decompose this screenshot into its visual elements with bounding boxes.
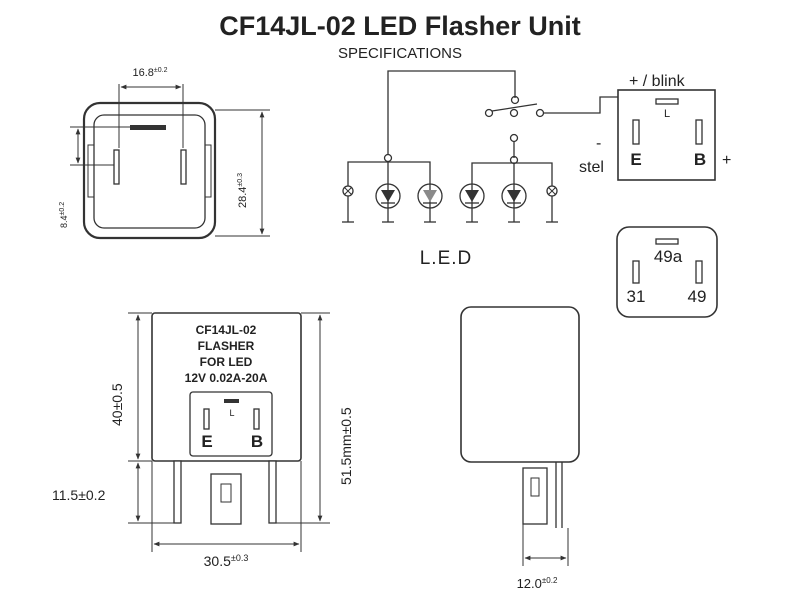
circuit-led-3 bbox=[459, 180, 485, 223]
front-view-dim-pin-label: 11.5±0.2 bbox=[52, 487, 106, 503]
connector-49-pin-left bbox=[632, 260, 640, 284]
circuit-led-2 bbox=[417, 180, 443, 223]
side-view-blade-notch bbox=[530, 477, 540, 497]
circuit-schematic: L.E.D bbox=[342, 70, 618, 269]
connector-49: 49a 31 49 bbox=[616, 226, 718, 318]
circuit-led-label: L.E.D bbox=[420, 248, 473, 269]
circuit-bus-left bbox=[347, 161, 431, 180]
side-view-dim-label: 12.0±0.2 bbox=[517, 576, 558, 591]
front-view-text-4: 12V 0.02A-20A bbox=[185, 371, 268, 385]
front-view-blade-center bbox=[210, 473, 242, 525]
connector-eb-pin-b-label: B bbox=[694, 150, 706, 169]
connector-eb-pin-l bbox=[655, 98, 679, 105]
top-view-clip-left bbox=[87, 144, 95, 198]
connector-eb-pin-e-label: E bbox=[630, 150, 641, 169]
circuit-contact-1 bbox=[484, 108, 494, 118]
front-view-blade-left bbox=[173, 460, 182, 524]
top-view: 16.8±0.2 28.4±0.3 8.4±0.2 bbox=[59, 67, 270, 240]
top-view-height-dim-label: 28.4±0.3 bbox=[237, 173, 249, 208]
side-view: 12.0±0.2 bbox=[460, 306, 580, 591]
front-view-dim-total-label: 51.5mm±0.5 bbox=[338, 407, 354, 485]
side-view-body bbox=[460, 306, 580, 463]
circuit-contact-top bbox=[510, 95, 520, 105]
front-view-connector bbox=[189, 391, 273, 457]
top-view-clip-right bbox=[204, 144, 212, 198]
page-title: CF14JL-02 LED Flasher Unit bbox=[219, 11, 581, 41]
circuit-led-1 bbox=[375, 180, 401, 223]
front-view-blade-right bbox=[268, 460, 277, 524]
front-view-dim-width-label: 30.5±0.3 bbox=[204, 553, 249, 569]
circuit-lamp-left bbox=[342, 180, 354, 223]
connector-49-pin-right bbox=[695, 260, 703, 284]
circuit-wire-main bbox=[387, 70, 516, 155]
connector-49-pin-top bbox=[655, 238, 679, 245]
front-view-pin-l bbox=[224, 399, 239, 403]
circuit-switch-blade bbox=[491, 103, 538, 112]
circuit-wire-to-connector bbox=[543, 96, 618, 114]
connector-49-pin-right-label: 49 bbox=[688, 287, 707, 306]
connector-eb: + / blink L E B - stel + bbox=[579, 73, 731, 181]
label-minus: - bbox=[596, 135, 601, 152]
top-view-width-dim-label: 16.8±0.2 bbox=[133, 67, 168, 79]
top-view-pin-right bbox=[180, 149, 187, 185]
connector-eb-pin-e bbox=[632, 119, 640, 145]
circuit-contact-4 bbox=[509, 133, 519, 143]
top-view-pin-top bbox=[130, 125, 166, 130]
front-view-dim-body-label: 40±0.5 bbox=[109, 383, 125, 426]
top-view-pin-left bbox=[113, 149, 120, 185]
label-stel: stel bbox=[579, 159, 604, 176]
front-view-pin-e bbox=[203, 408, 210, 430]
front-view-text-1: CF14JL-02 bbox=[196, 323, 257, 337]
circuit-bus-right bbox=[471, 162, 553, 180]
circuit-led-4 bbox=[501, 180, 527, 223]
connector-eb-pin-l-label: L bbox=[664, 108, 670, 120]
front-view: CF14JL-02 FLASHER FOR LED 12V 0.02A-20A … bbox=[52, 312, 354, 569]
circuit-lamp-right bbox=[546, 180, 558, 223]
label-plus: + bbox=[722, 152, 731, 169]
circuit-contact-3 bbox=[535, 108, 545, 118]
front-view-text-3: FOR LED bbox=[200, 355, 253, 369]
front-view-text-2: FLASHER bbox=[198, 339, 255, 353]
front-view-pin-b-label: B bbox=[251, 432, 263, 451]
front-view-pin-l-label: L bbox=[229, 408, 234, 418]
circuit-contact-2 bbox=[509, 108, 519, 118]
connector-49-housing bbox=[616, 226, 718, 318]
connector-eb-pin-b bbox=[695, 119, 703, 145]
connector-49-pin-left-label: 31 bbox=[627, 287, 646, 306]
circuit-junction-left bbox=[383, 153, 393, 163]
label-blink: + / blink bbox=[629, 73, 686, 90]
front-view-pin-e-label: E bbox=[201, 432, 212, 451]
connector-49-pin-top-label: 49a bbox=[654, 247, 683, 266]
front-view-pin-b bbox=[253, 408, 260, 430]
top-view-outline-inner bbox=[93, 114, 206, 229]
page-subtitle: SPECIFICATIONS bbox=[338, 45, 462, 62]
top-view-offset-dim-label: 8.4±0.2 bbox=[59, 202, 69, 228]
front-view-blade-center-notch bbox=[220, 483, 232, 503]
top-view-outline-outer bbox=[82, 101, 217, 240]
